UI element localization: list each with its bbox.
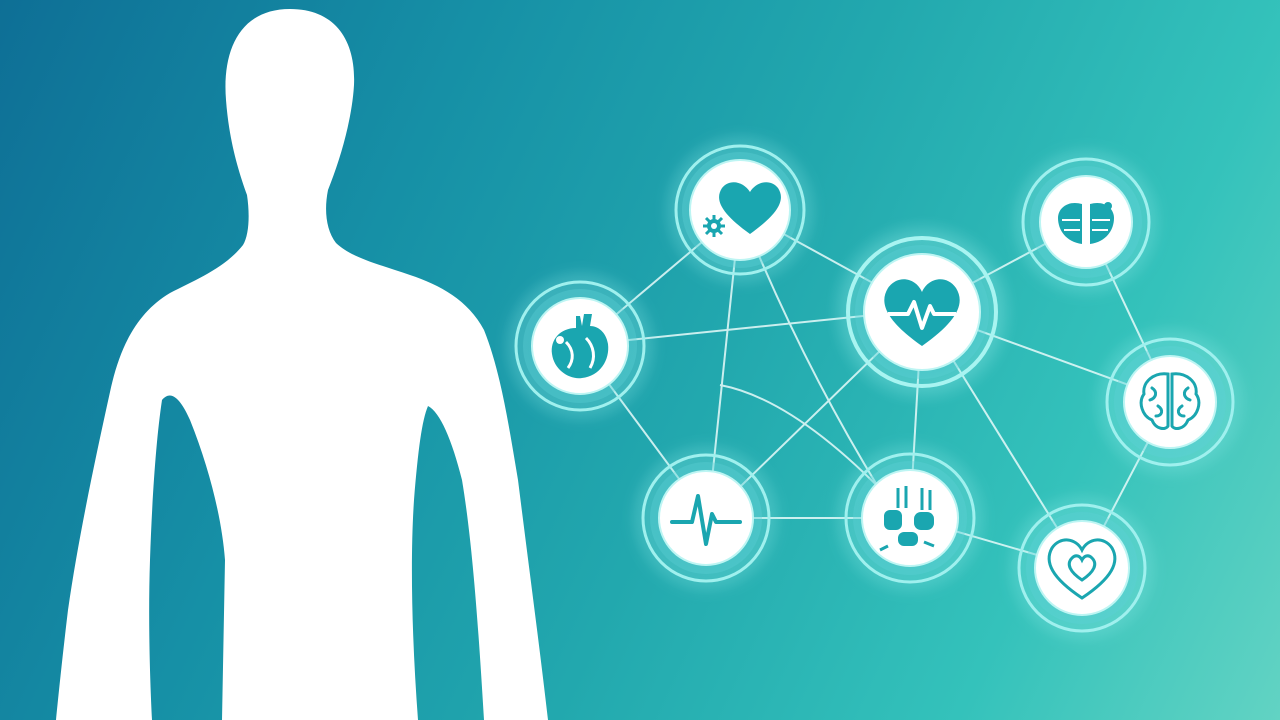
anatomical-heart-icon [551,314,609,379]
heart-pulse-node [827,217,1017,407]
heart-outline-node [1004,490,1160,646]
heart-gear-node [660,130,820,290]
human-silhouette [56,9,548,720]
heart-pulse-icon [884,279,960,346]
lungs-node [1008,144,1164,300]
anatomical-heart-node [500,266,660,426]
heartbeat-line-node [628,440,784,596]
brain-node [1090,322,1250,482]
heart-gear-icon [703,182,781,237]
organs-node [830,438,990,598]
heart-outline-icon [1047,538,1117,600]
heartbeat-line-icon [670,494,742,546]
brain-icon [1139,372,1201,430]
lungs-icon [1058,202,1114,244]
organs-icon [879,486,935,552]
